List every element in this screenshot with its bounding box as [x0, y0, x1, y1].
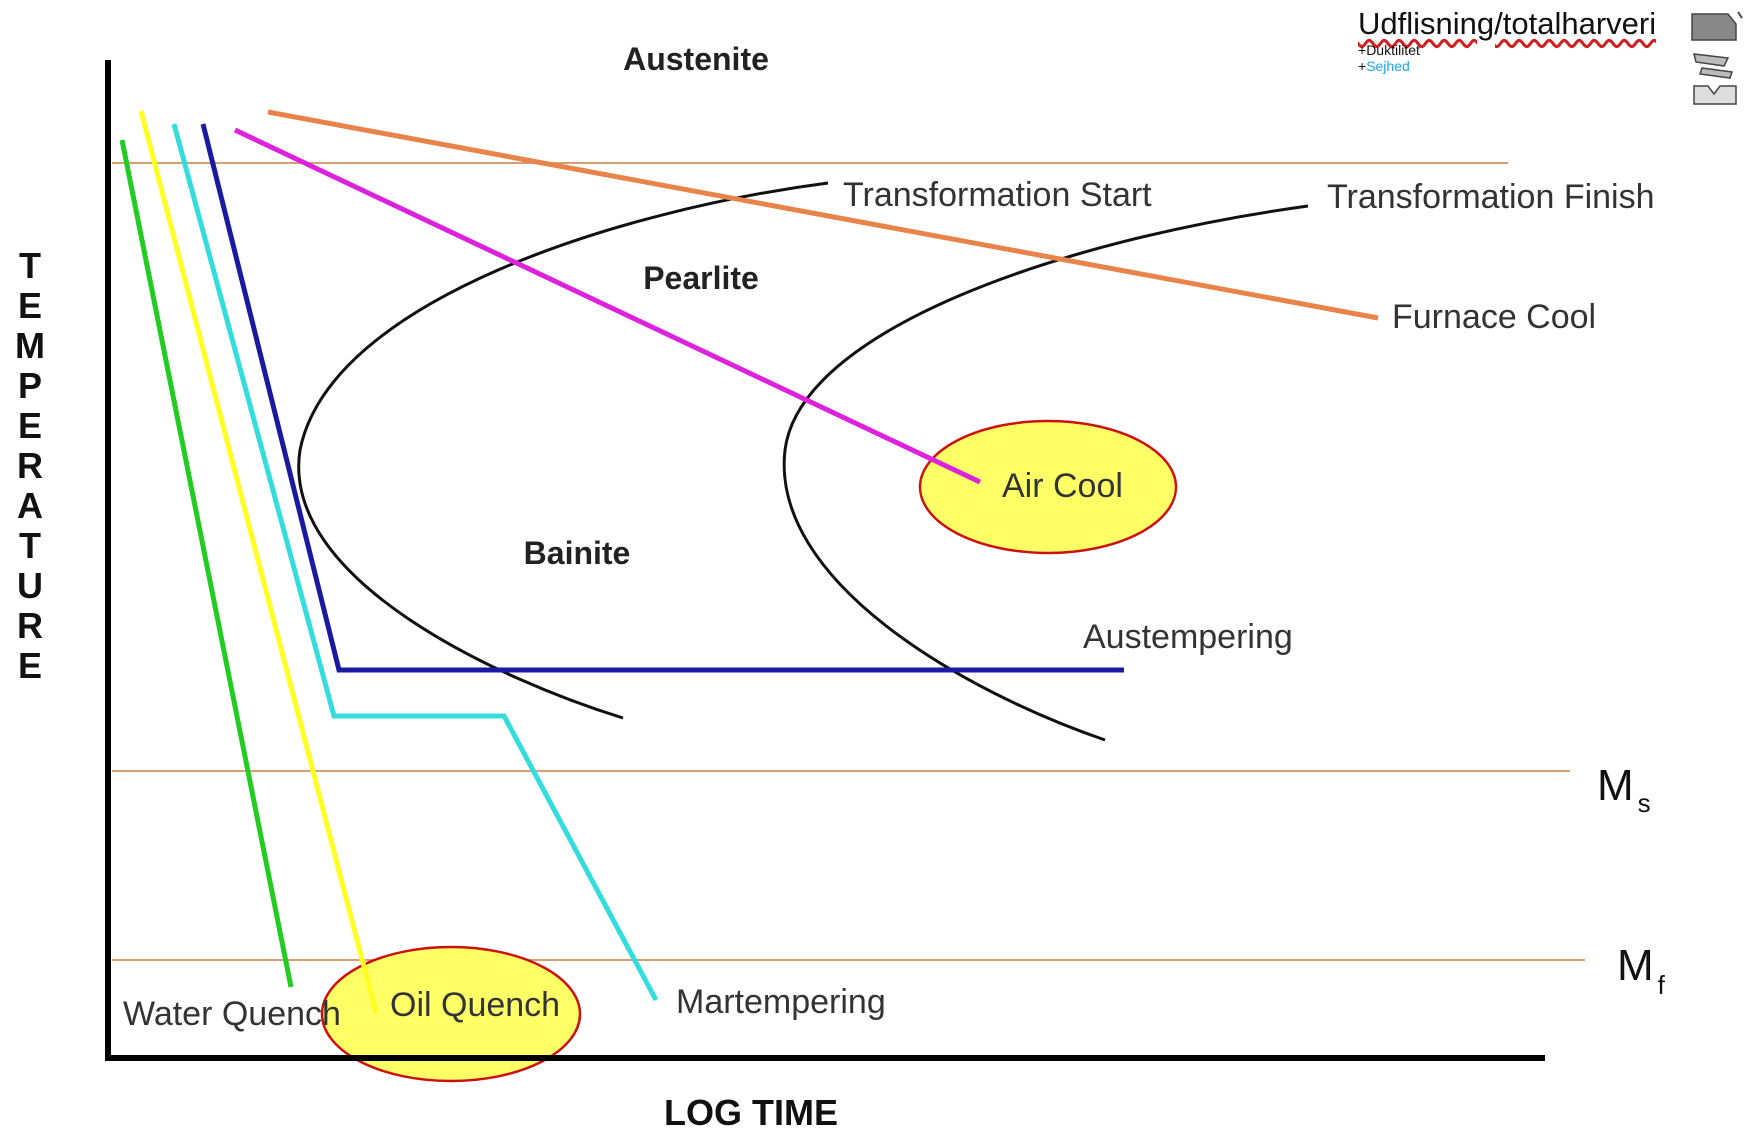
- y-axis-title-letter: T: [19, 525, 41, 566]
- martempering-label: Martempering: [676, 983, 886, 1021]
- y-axis-title-letter: R: [17, 605, 43, 646]
- x-axis-title: LOG TIME: [664, 1092, 838, 1129]
- y-axis-title-letter: E: [18, 405, 42, 446]
- oil-quench-highlight: [320, 945, 582, 1083]
- furnace-cool-label: Furnace Cool: [1392, 298, 1596, 336]
- fractured-specimen-icon: [1693, 53, 1733, 79]
- air-cool-line: [233, 127, 982, 485]
- y-axis-title-letter: T: [19, 245, 41, 286]
- water-quench-line: [119, 139, 294, 988]
- transformation-start-curve: [297, 181, 829, 720]
- furnace-cool-line: [267, 109, 1379, 321]
- air-cool-label: Air Cool: [1002, 467, 1123, 505]
- austempering-line: [200, 123, 1124, 673]
- bainite-label: Bainite: [524, 535, 631, 571]
- y-axis-title-letter: U: [17, 565, 43, 606]
- oil-quench-label: Oil Quench: [390, 986, 560, 1024]
- notched-specimen-icon: [1693, 85, 1737, 105]
- header-line-ductility: +Duktilitet: [1358, 42, 1420, 58]
- y-axis-title-letter: E: [18, 645, 42, 686]
- side-icons: [1691, 11, 1743, 105]
- y-axis-title-letter: A: [17, 485, 43, 526]
- header-note: Udflisning/totalharveri +Duktilitet +Sej…: [1358, 6, 1658, 74]
- pearlite-label: Pearlite: [643, 260, 759, 296]
- y-axis-title-letter: P: [18, 365, 42, 406]
- y-axis-title-letter: R: [17, 445, 43, 486]
- y-axis-title-letter: E: [18, 285, 42, 326]
- diagram-title: Austenite: [623, 41, 769, 77]
- oil-quench-line: [138, 110, 379, 1014]
- header-title: Udflisning/totalharveri: [1358, 6, 1657, 41]
- specimen-block-icon: [1691, 11, 1743, 41]
- water-quench-label: Water Quench: [123, 995, 341, 1033]
- y-axis-title-letter: M: [15, 325, 45, 366]
- transformation-finish-label: Transformation Finish: [1327, 178, 1655, 216]
- air-cool-highlight: [918, 419, 1178, 555]
- austempering-label: Austempering: [1083, 618, 1293, 656]
- header-line-toughness: +Sejhed: [1358, 58, 1410, 74]
- martempering-line: [171, 123, 659, 1002]
- transformation-start-label: Transformation Start: [843, 176, 1152, 214]
